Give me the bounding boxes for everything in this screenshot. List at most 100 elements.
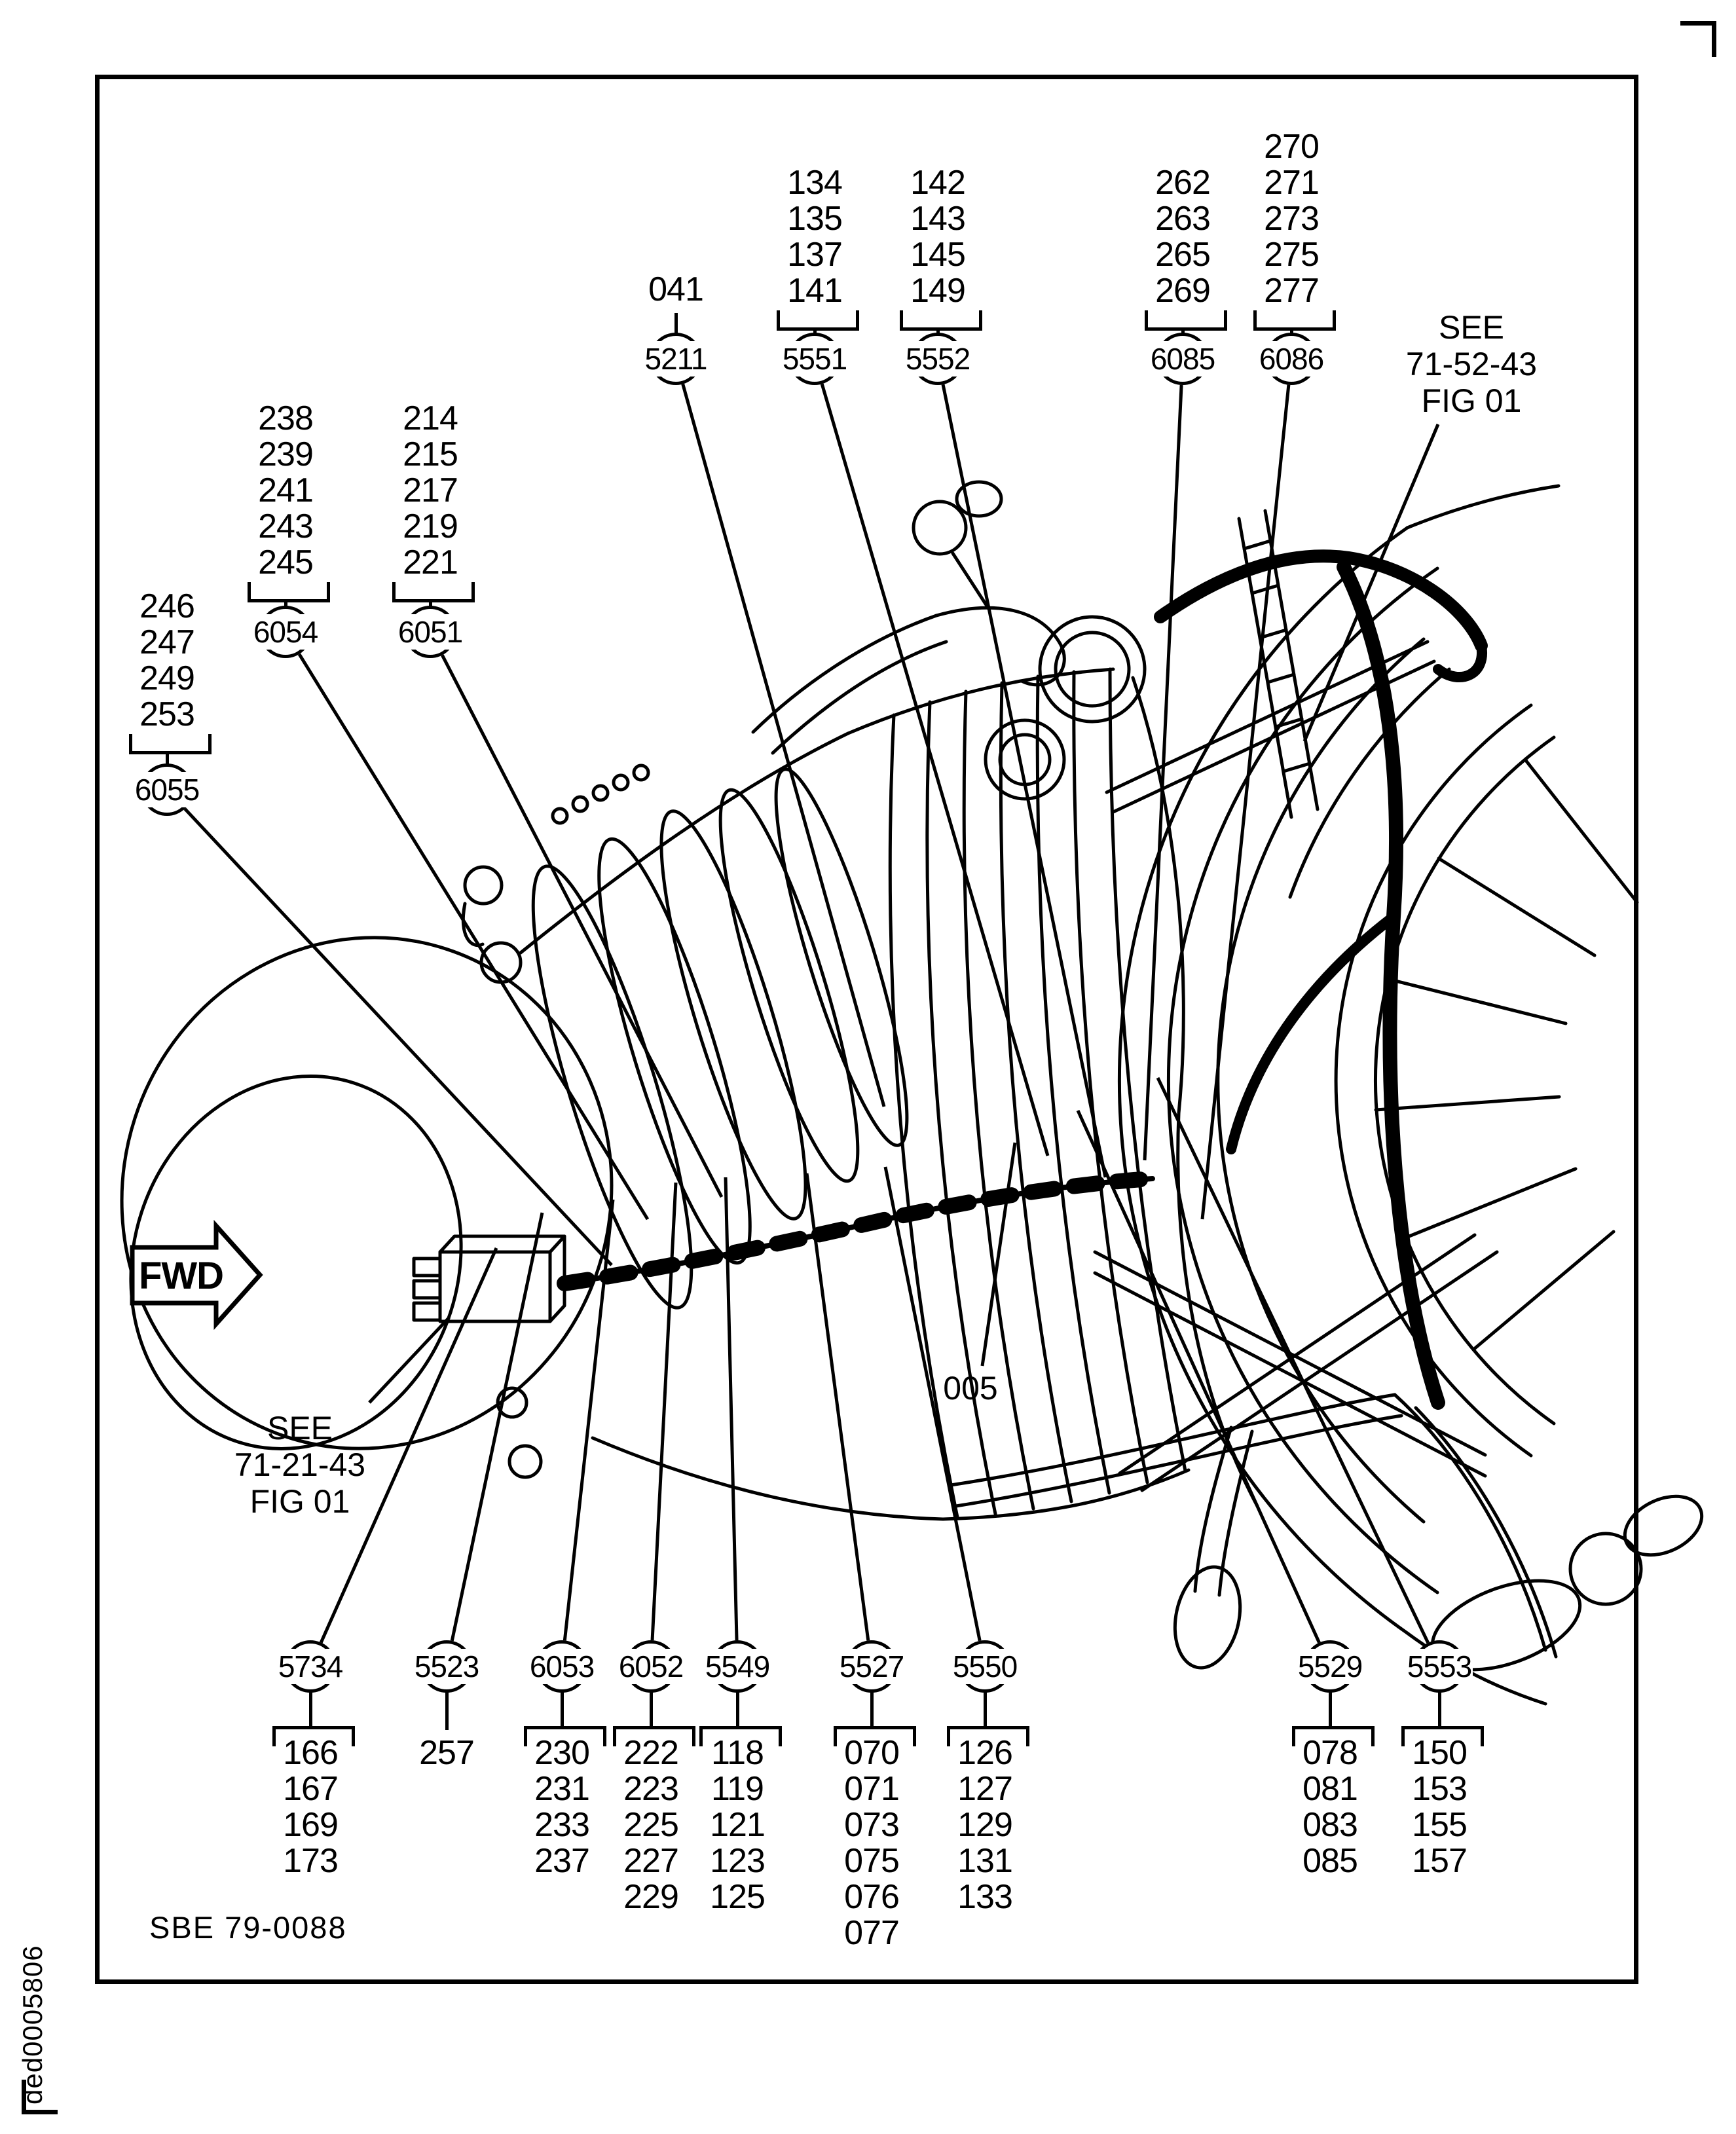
callout-number: 143 — [910, 200, 966, 238]
callout-circle-number: 5550 — [951, 1649, 1019, 1684]
leader-line — [820, 383, 1050, 1156]
callout-number: 257 — [419, 1734, 475, 1772]
callout-circle-5552: 5552 — [904, 333, 972, 385]
callout-circle-number: 5529 — [1296, 1649, 1364, 1684]
callout-number: 126 — [957, 1734, 1013, 1772]
callout-circle-number: 5553 — [1405, 1649, 1473, 1684]
callout-circle-6051: 6051 — [396, 606, 464, 658]
callout-number: 070 — [844, 1734, 900, 1772]
bracket-stem — [870, 1690, 874, 1727]
callout-circle-number: 5549 — [703, 1649, 771, 1684]
bracket-stem — [309, 1690, 312, 1727]
callout-number: 071 — [844, 1770, 900, 1808]
bracket-stem — [936, 329, 940, 335]
leader-line — [883, 1166, 982, 1642]
bracket-stem — [166, 752, 169, 766]
bracket-stem — [561, 1690, 564, 1727]
callout-circle-number: 6086 — [1257, 341, 1325, 377]
callout-number: 085 — [1302, 1842, 1358, 1880]
reference-text-line: SEE — [267, 1410, 333, 1446]
callout-circle-6052: 6052 — [617, 1640, 685, 1693]
leader-line — [563, 1199, 615, 1641]
wiring-harness — [1154, 549, 1488, 652]
callout-number: 249 — [139, 659, 195, 697]
callout-number: 075 — [844, 1842, 900, 1880]
reference-text-line: 71-21-43 — [234, 1446, 366, 1483]
callout-circle-number: 5551 — [781, 341, 849, 377]
figure-reference-code: SBE 79-0088 — [149, 1910, 347, 1945]
callout-circle-6086: 6086 — [1257, 333, 1325, 385]
callout-number: 169 — [283, 1806, 339, 1844]
callout-circle-number: 5211 — [643, 341, 709, 377]
callout-number: 125 — [710, 1878, 766, 1916]
callout-number: 215 — [403, 435, 458, 473]
callout-number: 214 — [403, 399, 458, 437]
callout-number: 135 — [787, 200, 843, 238]
leader-line — [1076, 1109, 1321, 1644]
part-number-label-005: 005 — [859, 1370, 1082, 1407]
grouping-bracket — [834, 1726, 916, 1746]
reference-text-line: FIG 01 — [1421, 382, 1522, 419]
grouping-bracket — [613, 1726, 695, 1746]
callout-number: 265 — [1155, 236, 1211, 274]
callout-circle-5550: 5550 — [951, 1640, 1019, 1693]
callout-circle-5551: 5551 — [781, 333, 849, 385]
grouping-bracket — [272, 1726, 355, 1746]
callout-number: 219 — [403, 507, 458, 545]
bracket-stem — [1290, 329, 1293, 335]
callout-number: 081 — [1302, 1770, 1358, 1808]
callout-number: 153 — [1412, 1770, 1468, 1808]
callout-number: 246 — [139, 587, 195, 625]
callout-number: 238 — [258, 399, 314, 437]
leader-line — [805, 1173, 870, 1641]
callout-number: 077 — [844, 1914, 900, 1952]
callout-circle-number: 5734 — [276, 1649, 344, 1684]
grouping-bracket — [947, 1726, 1029, 1746]
callout-number-list: 257 — [375, 1735, 519, 1771]
reference-text-line: SEE — [1438, 309, 1505, 346]
callout-number: 131 — [957, 1842, 1013, 1880]
leader-line — [183, 807, 613, 1266]
callout-number: 262 — [1155, 164, 1211, 202]
callout-number: 076 — [844, 1878, 900, 1916]
callout-circle-5549: 5549 — [703, 1640, 771, 1693]
callout-number: 173 — [283, 1842, 339, 1880]
callout-number: 247 — [139, 623, 195, 661]
bracket-stem — [1329, 1690, 1332, 1727]
callout-circle-5529: 5529 — [1296, 1640, 1364, 1693]
grouping-bracket — [1253, 310, 1336, 331]
callout-number: 273 — [1264, 200, 1320, 238]
callout-number: 118 — [711, 1734, 764, 1772]
leader-line — [319, 1247, 498, 1644]
grouping-bracket — [699, 1726, 782, 1746]
leader-line — [681, 383, 886, 1107]
callout-number: 277 — [1264, 272, 1320, 310]
callout-number: 225 — [623, 1806, 679, 1844]
callout-number: 245 — [258, 543, 314, 581]
callout-number: 227 — [623, 1842, 679, 1880]
callout-circle-5527: 5527 — [838, 1640, 906, 1693]
bracket-stem — [429, 600, 432, 608]
callout-number: 221 — [403, 543, 458, 581]
callout-circle-number: 6085 — [1149, 341, 1217, 377]
figure-border — [95, 75, 1638, 1984]
leader-line — [297, 653, 650, 1221]
leader-line — [724, 1177, 739, 1641]
grouping-bracket — [1145, 310, 1227, 331]
callout-number: 137 — [787, 236, 843, 274]
callout-number: 150 — [1412, 1734, 1468, 1772]
callout-number: 134 — [787, 164, 843, 202]
callout-circle-6055: 6055 — [133, 763, 201, 816]
callout-number: 167 — [283, 1770, 339, 1808]
leader-line — [1156, 1076, 1430, 1644]
bracket-stem — [650, 1690, 653, 1727]
